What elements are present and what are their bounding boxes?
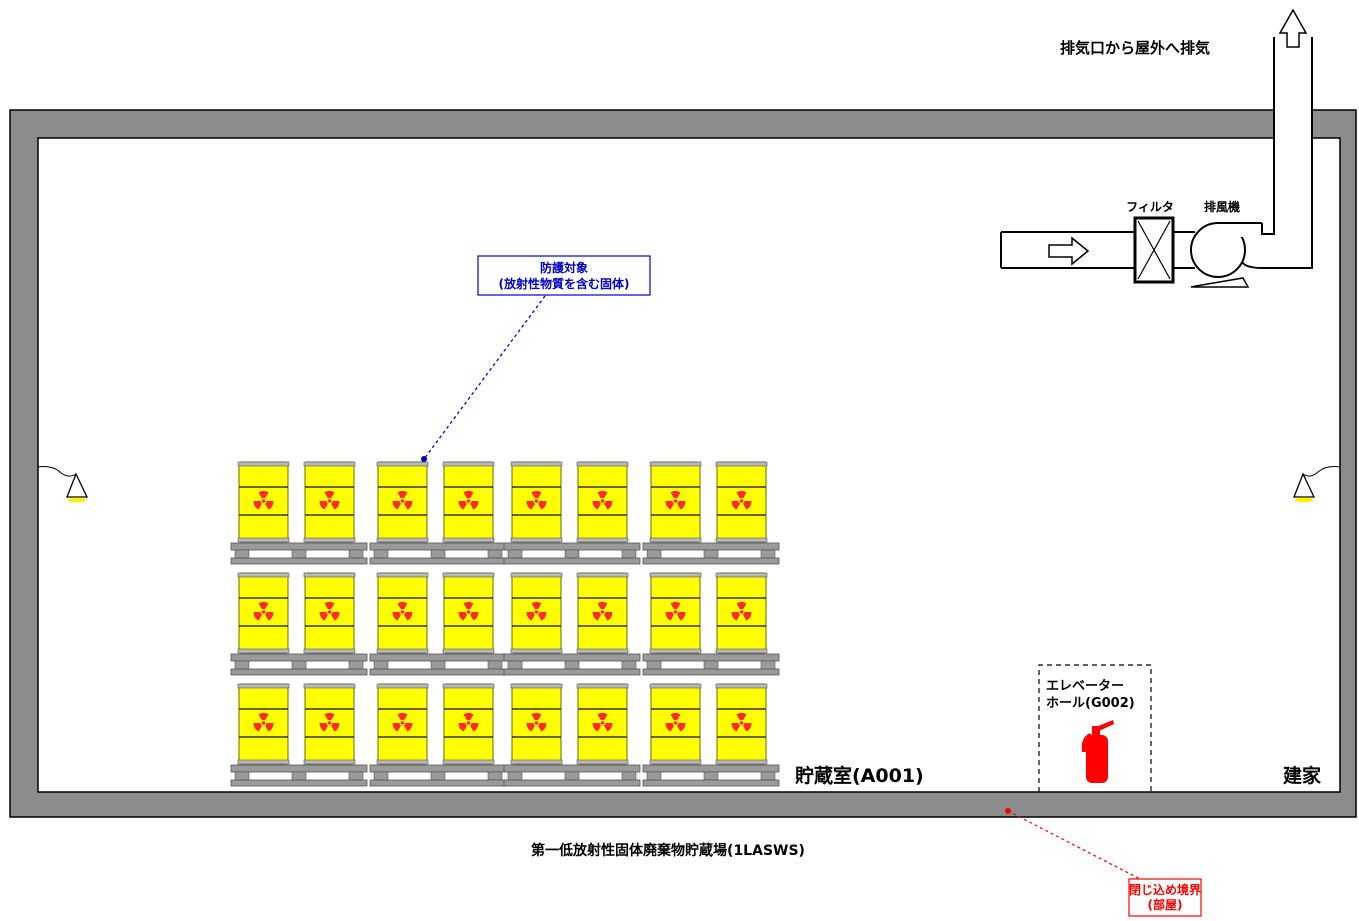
radioactive-drum-icon bbox=[442, 461, 495, 543]
radiation-symbol-icon bbox=[592, 713, 613, 732]
radioactive-drum-icon bbox=[303, 572, 356, 654]
fan-label: 排風機 bbox=[1204, 199, 1240, 214]
radiation-symbol-icon bbox=[253, 713, 274, 732]
elevator-hall: エレベーター ホール(G002) bbox=[1038, 664, 1152, 792]
radioactive-drum-icon bbox=[510, 572, 563, 654]
radiation-symbol-icon bbox=[526, 490, 547, 510]
pallet bbox=[230, 653, 368, 676]
exhaust-duct bbox=[1000, 8, 1313, 288]
ceiling-lamp-icon bbox=[37, 466, 89, 503]
drum-stacks bbox=[230, 461, 780, 787]
pallet bbox=[230, 764, 368, 787]
pallet bbox=[503, 653, 641, 676]
radioactive-drum-icon bbox=[576, 683, 629, 765]
radiation-symbol-icon bbox=[392, 490, 413, 510]
radiation-symbol-icon bbox=[665, 713, 686, 732]
radioactive-drum-icon bbox=[237, 461, 290, 543]
radiation-symbol-icon bbox=[319, 713, 340, 732]
pallet bbox=[642, 764, 780, 787]
radioactive-drum-icon bbox=[649, 683, 702, 765]
protection-label-1: 防護対象 bbox=[540, 260, 588, 275]
building-walls bbox=[9, 109, 1357, 818]
radiation-symbol-icon bbox=[319, 601, 340, 621]
protection-target-callout: 防護対象 (放射性物質を含む固体) bbox=[421, 255, 651, 462]
containment-boundary-callout: 閉じ込め境界 (部屋) bbox=[1005, 808, 1202, 917]
radiation-symbol-icon bbox=[392, 713, 413, 732]
radioactive-drum-icon bbox=[237, 572, 290, 654]
radioactive-drum-icon bbox=[510, 461, 563, 543]
radioactive-drum-icon bbox=[576, 572, 629, 654]
boundary-label-1: 閉じ込め境界 bbox=[1129, 882, 1201, 897]
radioactive-drum-icon bbox=[510, 683, 563, 765]
radioactive-drum-icon bbox=[376, 683, 429, 765]
radiation-symbol-icon bbox=[665, 490, 686, 510]
radioactive-drum-icon bbox=[442, 683, 495, 765]
radiation-symbol-icon bbox=[458, 601, 479, 621]
radioactive-drum-icon bbox=[715, 572, 768, 654]
filter-label: フィルタ bbox=[1126, 200, 1174, 214]
filter-icon bbox=[1133, 216, 1175, 284]
elevator-label-2: ホール(G002) bbox=[1046, 696, 1135, 711]
radioactive-drum-icon bbox=[237, 683, 290, 765]
elevator-label-1: エレベーター bbox=[1046, 679, 1124, 694]
pallet bbox=[642, 653, 780, 676]
radiation-symbol-icon bbox=[253, 601, 274, 621]
boundary-label-2: (部屋) bbox=[1148, 897, 1183, 912]
radioactive-drum-icon bbox=[576, 461, 629, 543]
radiation-symbol-icon bbox=[253, 490, 274, 510]
radioactive-drum-icon bbox=[376, 572, 429, 654]
radiation-symbol-icon bbox=[731, 490, 752, 510]
radiation-symbol-icon bbox=[319, 490, 340, 510]
airflow-arrow-icon bbox=[1048, 236, 1090, 266]
radioactive-drum-icon bbox=[303, 683, 356, 765]
fire-extinguisher-icon bbox=[1081, 720, 1114, 783]
radiation-symbol-icon bbox=[592, 601, 613, 621]
exhaust-label: 排気口から屋外へ排気 bbox=[1060, 39, 1210, 57]
airflow-arrow-icon bbox=[1278, 8, 1308, 48]
storage-room-label: 貯蔵室(A001) bbox=[795, 764, 924, 787]
protection-label-2: (放射性物質を含む固体) bbox=[499, 276, 630, 291]
radiation-symbol-icon bbox=[526, 601, 547, 621]
pallet bbox=[503, 542, 641, 565]
radioactive-drum-icon bbox=[715, 461, 768, 543]
radioactive-drum-icon bbox=[376, 461, 429, 543]
radioactive-drum-icon bbox=[715, 683, 768, 765]
radioactive-drum-icon bbox=[649, 461, 702, 543]
building-label: 建家 bbox=[1283, 764, 1322, 787]
radiation-symbol-icon bbox=[665, 601, 686, 621]
pallet bbox=[642, 542, 780, 565]
radiation-symbol-icon bbox=[392, 601, 413, 621]
radiation-symbol-icon bbox=[458, 713, 479, 732]
radioactive-drum-icon bbox=[303, 461, 356, 543]
radiation-symbol-icon bbox=[458, 490, 479, 510]
radiation-symbol-icon bbox=[731, 601, 752, 621]
radiation-symbol-icon bbox=[526, 713, 547, 732]
radioactive-drum-icon bbox=[442, 572, 495, 654]
exhaust-fan-icon bbox=[1190, 222, 1263, 288]
radiation-symbol-icon bbox=[592, 490, 613, 510]
pallet bbox=[230, 542, 368, 565]
facility-label: 第一低放射性固体廃棄物貯蔵場(1LASWS) bbox=[531, 842, 805, 859]
radioactive-drum-icon bbox=[649, 572, 702, 654]
ceiling-lamp-icon bbox=[1293, 466, 1341, 503]
pallet bbox=[503, 764, 641, 787]
radiation-symbol-icon bbox=[731, 713, 752, 732]
